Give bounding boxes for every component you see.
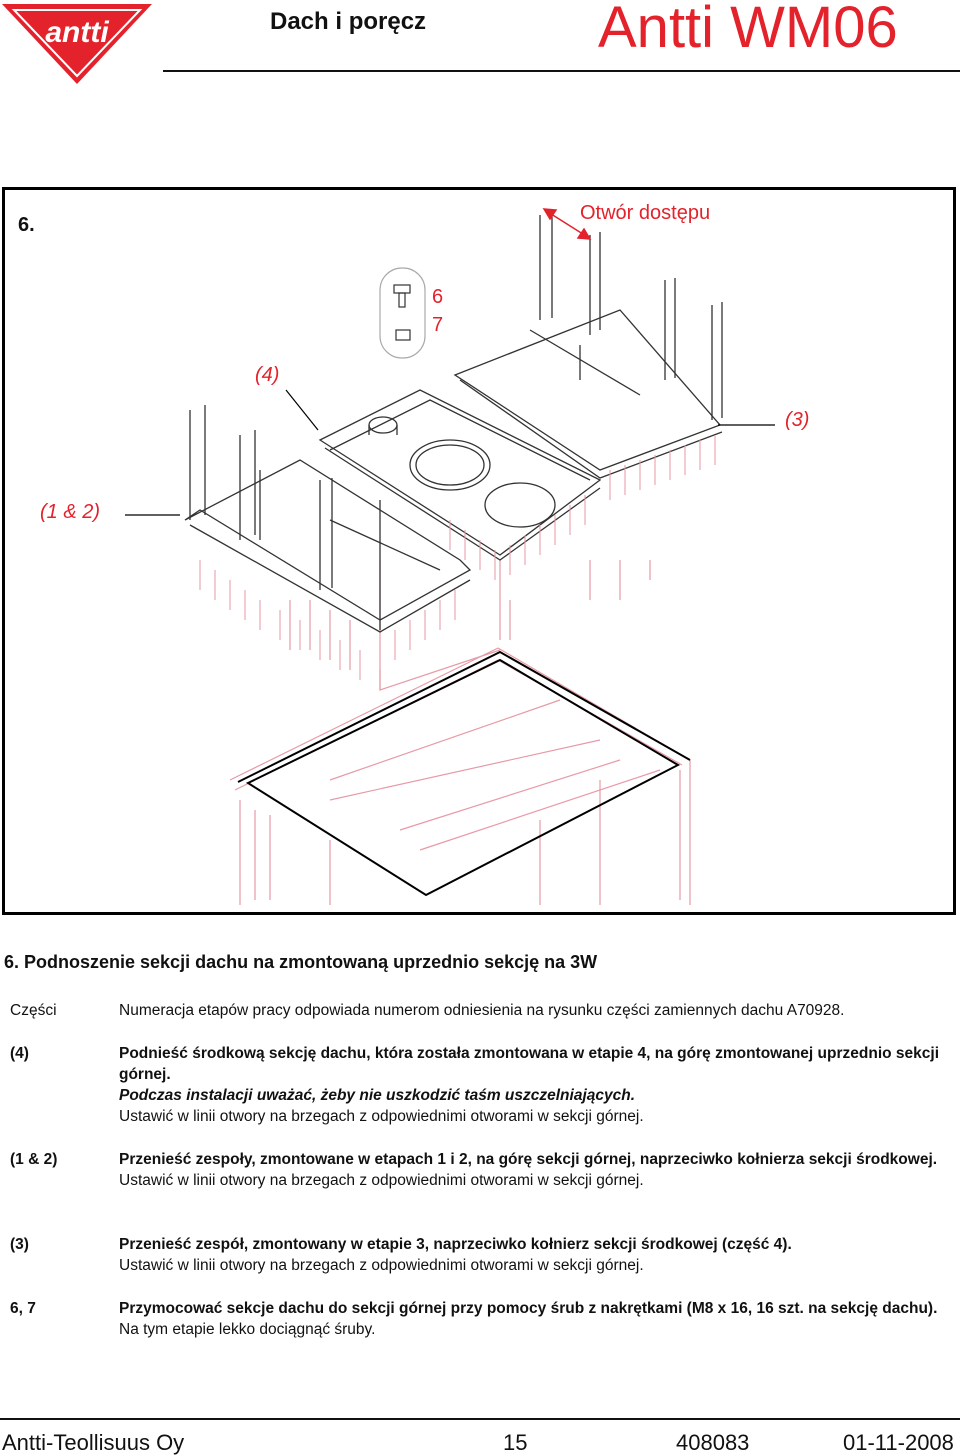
row-bold-text: Przenieść zespół, zmontowany w etapie 3,… [119, 1236, 792, 1253]
figure-step-number: 6. [18, 214, 35, 236]
row-text: Numeracja etapów pracy odpowiada numerom… [119, 1002, 845, 1019]
svg-text:antti: antti [45, 16, 109, 49]
access-opening-label: Otwór dostępu [580, 202, 711, 224]
row-key: (3) [10, 1236, 29, 1253]
step-heading: 6. Podnoszenie sekcji dachu na zmontowan… [4, 952, 598, 972]
header-divider [163, 70, 960, 72]
footer-divider [0, 1418, 960, 1420]
row-key: (4) [10, 1045, 29, 1062]
row-key: Części [10, 1002, 57, 1019]
left-roof-section [184, 405, 472, 633]
callout-1-2: (1 & 2) [40, 501, 101, 523]
row-plain-text: Ustawić w linii otwory na brzegach z odp… [119, 1257, 644, 1274]
row-bold-text: Przymocować sekcje dachu do sekcji górne… [119, 1300, 938, 1317]
callout-6: 6 [432, 286, 444, 308]
upper-section-outline [237, 650, 691, 897]
footer-document-number: 408083 [676, 1430, 750, 1455]
model-title: Antti WM06 [598, 0, 898, 60]
antti-logo: antti [2, 4, 152, 86]
row-plain-text: Ustawić w linii otwory na brzegach z odp… [119, 1172, 644, 1189]
assembly-figure-frame [2, 187, 956, 915]
middle-roof-section [318, 389, 602, 561]
callout-4: (4) [255, 364, 280, 386]
access-opening-arrows [542, 208, 592, 240]
left-section-bolts [199, 560, 456, 680]
footer-date: 01-11-2008 [843, 1430, 954, 1455]
row-key: 6, 7 [10, 1300, 36, 1317]
row-warning-text: Podczas instalacji uważać, żeby nie uszk… [119, 1087, 636, 1104]
row-bold-text: Podnieść środkową sekcję dachu, która zo… [119, 1045, 939, 1083]
right-roof-section [453, 210, 723, 479]
middle-section-bolts [449, 495, 586, 580]
row-bold-text: Przenieść zespoły, zmontowane w etapach … [119, 1151, 938, 1168]
document-title: Dach i poręcz [270, 8, 427, 35]
bolt-detail [379, 267, 426, 359]
right-section-bolts [609, 435, 716, 500]
callout-leaders [125, 389, 775, 516]
callout-3: (3) [785, 409, 810, 431]
footer-page-number: 15 [503, 1430, 528, 1455]
row-plain-text: Ustawić w linii otwory na brzegach z odp… [119, 1108, 644, 1125]
row-key: (1 & 2) [10, 1151, 58, 1168]
row-plain-text: Na tym etapie lekko dociągnąć śruby. [119, 1321, 376, 1338]
callout-7: 7 [432, 314, 444, 336]
footer-company: Antti-Teollisuus Oy [2, 1430, 185, 1455]
